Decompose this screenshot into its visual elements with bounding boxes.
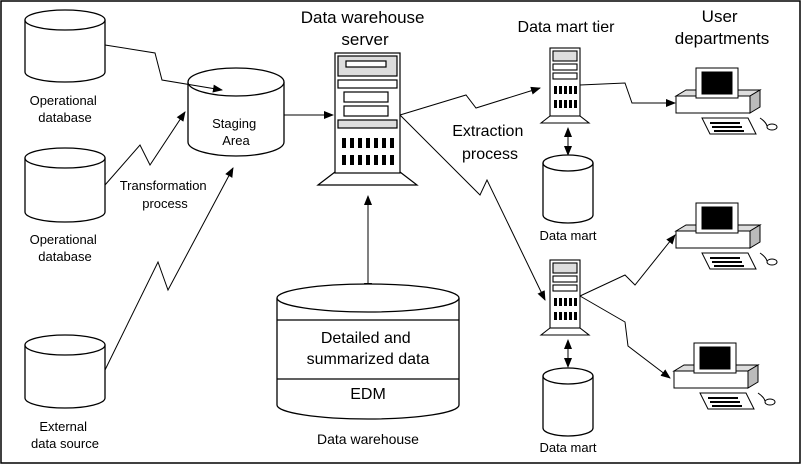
user-connectors: [579, 82, 676, 379]
user-computer-3-icon: [672, 342, 776, 410]
user-departments-label: User departments: [675, 7, 770, 48]
operational-database-1-label: Operational database: [30, 93, 101, 125]
data-mart-1-label: Data mart: [539, 228, 596, 243]
user-computer-2-icon: [674, 202, 778, 270]
operational-database-2-label: Operational database: [30, 232, 101, 264]
connector-server-to-datamart-1: [399, 86, 541, 116]
data-mart-1-db-icon: [542, 154, 594, 224]
data-mart-2-label: Data mart: [539, 440, 596, 455]
connector-datamart-1-to-pc-1: [579, 82, 676, 107]
datamart-server-2-icon: [539, 259, 591, 336]
connector-datamart-2-to-pc-3: [579, 295, 671, 379]
user-computer-1-icon: [674, 67, 778, 135]
staging-area-icon: [187, 67, 285, 157]
external-data-source-label: External data source: [31, 419, 99, 451]
transformation-process-label: Transformation process: [120, 178, 211, 211]
server-title: Data warehouse server: [301, 8, 430, 49]
data-mart-2-db-icon: [542, 367, 594, 437]
datamart-tier-label: Data mart tier: [518, 19, 616, 36]
data-warehouse-server-icon: [316, 52, 419, 186]
data-warehouse-caption: Data warehouse: [317, 431, 419, 447]
datamart-server-1-icon: [539, 47, 591, 124]
connector-operational-2-to-staging: [104, 111, 186, 186]
connector-operational-1-to-staging: [104, 44, 223, 93]
edm-label: EDM: [350, 386, 386, 403]
operational-database-1-icon: [24, 9, 106, 83]
connector-server-to-datamart-2: [399, 114, 546, 301]
data-warehouse-storage-icon: [276, 283, 460, 420]
external-data-source-icon: [24, 334, 106, 409]
staging-area-label: Staging Area: [212, 116, 260, 148]
detailed-summarized-data-label: Detailed and summarized data: [307, 330, 430, 368]
connector-datamart-2-to-pc-2: [579, 234, 676, 297]
extraction-process-label: Extraction process: [452, 123, 528, 163]
extraction-connectors: [399, 86, 546, 301]
connector-external-to-staging: [104, 167, 234, 371]
source-connectors: [104, 44, 234, 371]
operational-database-2-icon: [24, 147, 106, 223]
